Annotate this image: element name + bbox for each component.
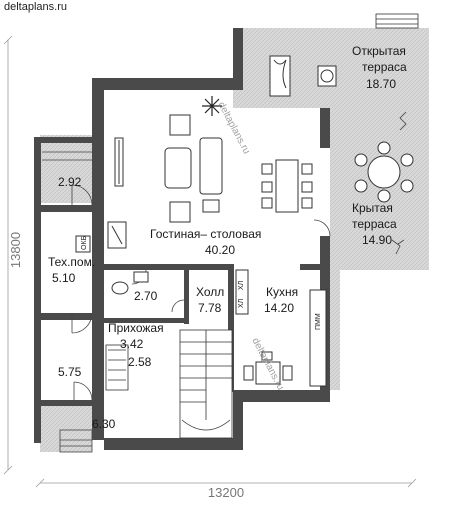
width-dimension: 13200 — [208, 485, 244, 500]
closet-area: 2.58 — [128, 355, 152, 369]
boiler-unit — [107, 221, 127, 249]
open-terrace-name-1: Открытая — [352, 44, 406, 58]
left-porch-floor — [40, 135, 92, 203]
fridge-label: ХЛ — [238, 280, 245, 290]
entrance-area: 3.42 — [120, 337, 144, 351]
hall-name: Холл — [196, 285, 224, 299]
bottom-porch-floor — [40, 400, 92, 452]
fridge-label-2: ХЛ — [238, 298, 245, 308]
walls — [34, 28, 330, 450]
room-left-bottom-area: 6.30 — [92, 417, 116, 431]
tech-room-name: Тех.пом. — [48, 255, 95, 269]
open-terrace-name-2: терраса — [362, 60, 407, 74]
covered-terrace-area: 14.90 — [362, 233, 392, 247]
covered-terrace-name-2: терраса — [352, 217, 397, 231]
closet — [105, 344, 129, 391]
boiler-box — [75, 235, 91, 253]
door-swings — [71, 184, 331, 401]
site-name: deltaplans.ru — [2, 1, 69, 13]
boiler-label: ОКБ — [81, 235, 88, 250]
room-left-mid-area: 5.75 — [58, 365, 82, 379]
staircase — [179, 329, 233, 439]
kitchen-furniture — [235, 269, 327, 387]
living-furniture — [114, 114, 223, 223]
dimension-lines — [3, 35, 417, 488]
porch-stairs — [42, 151, 93, 453]
tech-room-area: 5.10 — [52, 271, 76, 285]
dining-table — [261, 159, 313, 213]
height-dimension: 13800 — [8, 232, 23, 268]
hall-area: 7.78 — [198, 301, 222, 315]
kitchen-area: 14.20 — [264, 301, 294, 315]
kitchen-name: Кухня — [266, 285, 298, 299]
plant-icon — [202, 96, 222, 116]
open-terrace-area: 18.70 — [366, 77, 396, 91]
entrance-name: Прихожая — [108, 321, 164, 335]
bathroom-area: 2.70 — [134, 289, 158, 303]
living-dining-area: 40.20 — [205, 243, 235, 257]
terrace-table — [354, 141, 414, 203]
room-left-top-area: 2.92 — [58, 175, 82, 189]
living-dining-name: Гостиная– столовая — [150, 227, 261, 241]
bathroom-fixtures — [111, 271, 149, 295]
terrace-stairs — [375, 13, 419, 29]
dishwasher-label: ПММ — [315, 313, 322, 330]
terrace-plants — [391, 111, 407, 255]
loungers — [269, 55, 337, 97]
covered-terrace-name-1: Крытая — [352, 201, 393, 215]
